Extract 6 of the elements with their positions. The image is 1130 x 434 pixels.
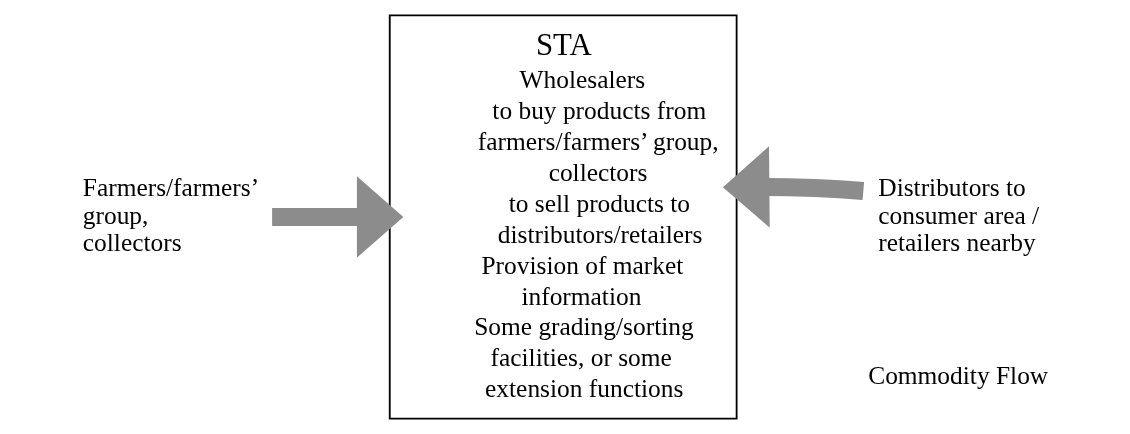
node-box: STA Wholesalers to buy products from farmers/farmers’ group, collectors to sell products to distributors/retailers Provision of market information Some grading/sorting facilities, or some extension functions [388,14,738,420]
label: Commodity Flow [868,360,1049,389]
arrow [722,146,865,228]
arrow [272,176,404,258]
node-text: Distributors to consumer area / retailers nearby [878,173,1040,256]
node-text: Farmers/farmers’ group, collectors [82,173,260,256]
